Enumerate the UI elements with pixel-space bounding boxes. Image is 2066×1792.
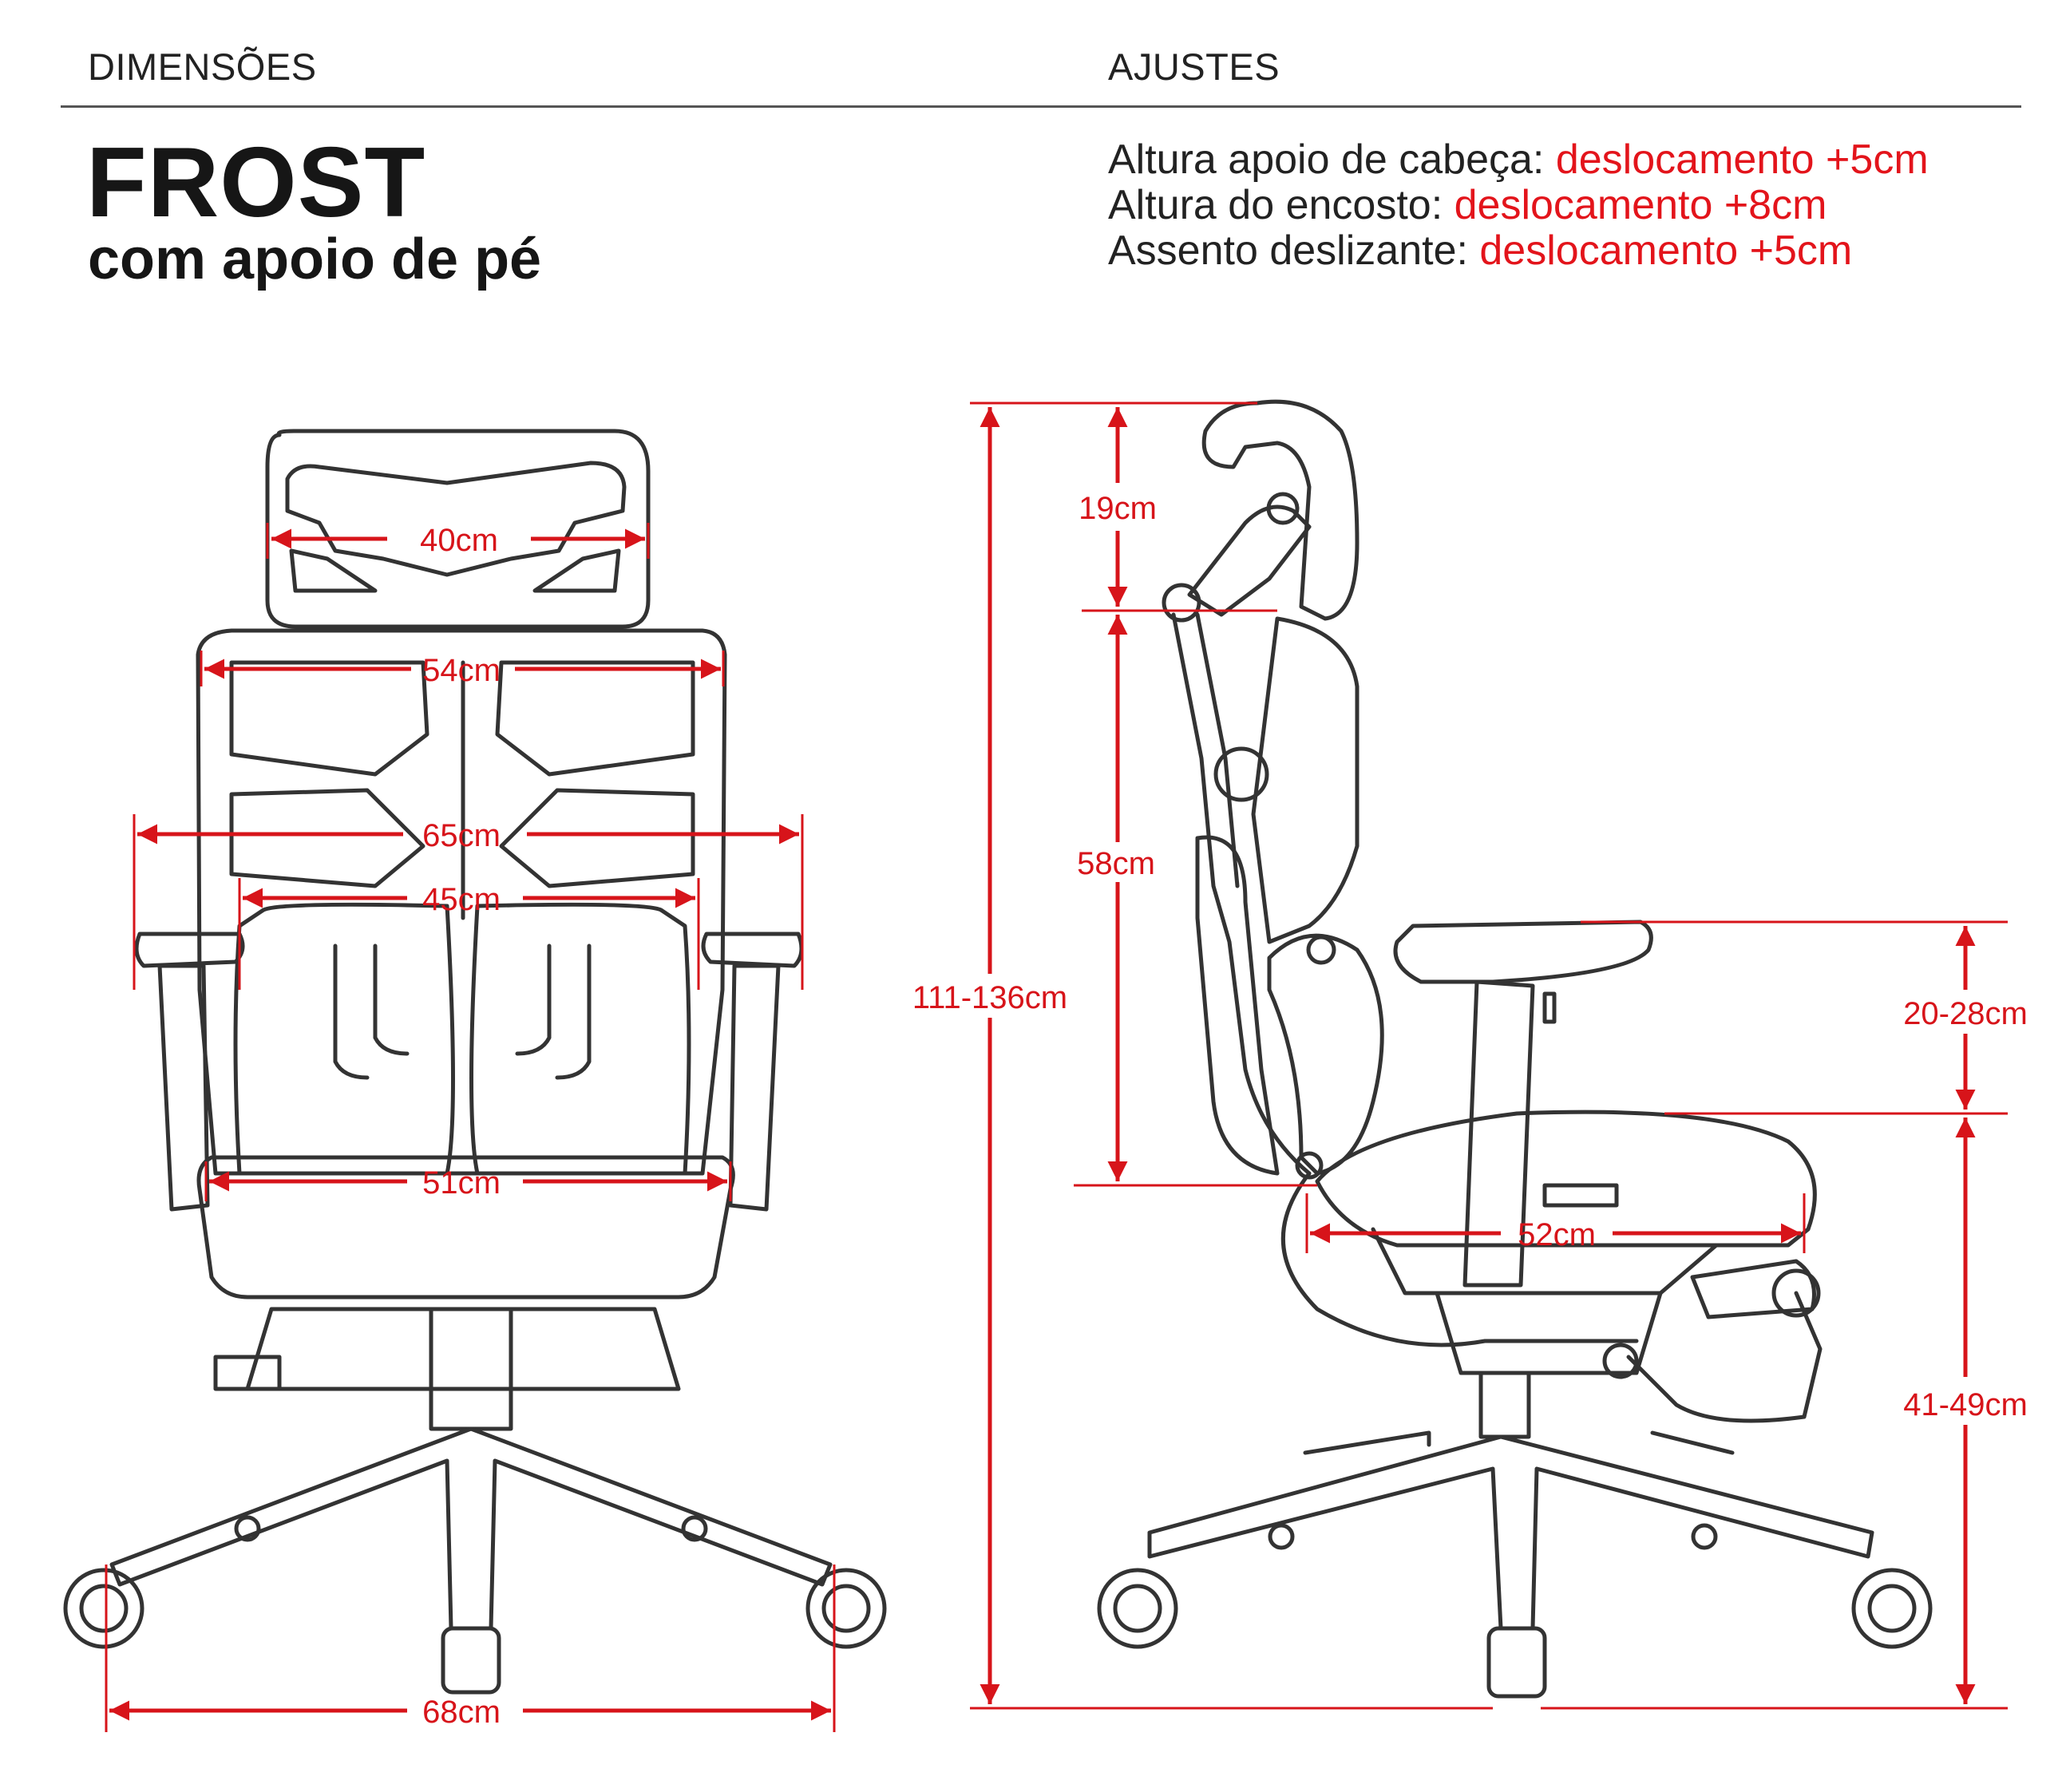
- backrest-width-label: 54cm: [422, 653, 501, 688]
- adjustment-sliding-seat: Assento deslizante: deslocamento +5cm: [1108, 228, 1929, 274]
- seat-width-label: 51cm: [422, 1165, 501, 1201]
- total-height-label: 111-136cm: [912, 980, 1067, 1015]
- chair-front-view: [63, 429, 887, 1695]
- adjustment-label: Altura apoio de cabeça:: [1108, 136, 1545, 183]
- chair-side-view: [1097, 399, 1933, 1699]
- adjustment-value: deslocamento +8cm: [1454, 182, 1827, 228]
- product-title: FROST: [86, 128, 426, 238]
- adjustment-value: deslocamento +5cm: [1555, 136, 1929, 183]
- adjustment-backrest-height: Altura do encosto: deslocamento +8cm: [1108, 183, 1929, 228]
- front-dimension-lines: 40cm 54cm 65cm 45cm 51cm 68cm: [105, 523, 836, 1732]
- armrest-height-label: 20-28cm: [1903, 996, 2028, 1031]
- side-dimension-lines: 19cm 58cm 111-136cm 20-28cm 41-49cm 52cm: [912, 402, 2028, 1710]
- dimensions-section-label: DIMENSÕES: [88, 45, 317, 88]
- adjustment-label: Assento deslizante:: [1108, 227, 1468, 274]
- product-subtitle: com apoio de pé: [88, 227, 542, 291]
- base-width-label: 68cm: [422, 1695, 501, 1730]
- seat-depth-label: 52cm: [1518, 1217, 1596, 1252]
- armrest-inner-width-label: 45cm: [422, 882, 501, 917]
- adjustment-headrest-height: Altura apoio de cabeça: deslocamento +5c…: [1108, 137, 1929, 183]
- adjustment-value: deslocamento +5cm: [1479, 227, 1853, 274]
- armrest-outer-width-label: 65cm: [422, 818, 501, 853]
- seat-height-label: 41-49cm: [1903, 1387, 2028, 1422]
- adjustment-label: Altura do encosto:: [1108, 182, 1443, 228]
- header-divider: [61, 105, 2021, 108]
- headrest-width-label: 40cm: [420, 523, 498, 558]
- headrest-height-label: 19cm: [1079, 491, 1157, 526]
- adjustments-list: Altura apoio de cabeça: deslocamento +5c…: [1108, 137, 1929, 274]
- backrest-height-label: 58cm: [1077, 846, 1155, 881]
- adjustments-section-label: AJUSTES: [1108, 45, 1280, 88]
